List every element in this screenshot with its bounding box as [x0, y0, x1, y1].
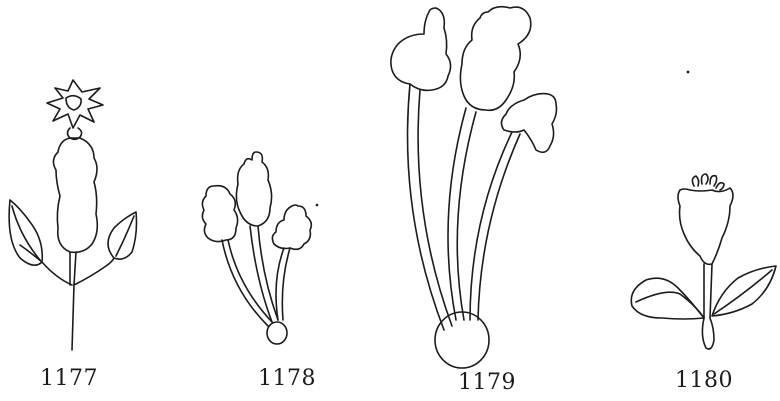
- round-bulb-base: [435, 312, 489, 368]
- figure-number-1180: 1180: [675, 370, 733, 392]
- left-flower-head: [202, 186, 237, 242]
- flower-stamens: [692, 174, 724, 190]
- right-leaf-vein: [116, 216, 134, 256]
- tulip-flower-head: [678, 188, 733, 264]
- figure-number-1177: 1177: [40, 368, 98, 390]
- left-large-flower-head: [391, 8, 451, 90]
- right-curved-stem: [276, 248, 290, 320]
- flower-drawing-1180: [631, 174, 776, 349]
- star-flower-center: [66, 96, 81, 110]
- left-long-stem: [408, 84, 452, 330]
- center-curved-stem: [250, 226, 278, 322]
- right-long-stem: [470, 132, 520, 320]
- right-large-flower-head: [501, 94, 556, 153]
- flower-drawing-1178: [202, 152, 318, 344]
- flower-stem: [704, 264, 712, 318]
- root-bud: [702, 318, 714, 349]
- left-leaf-vein: [636, 292, 704, 318]
- ink-speck: [687, 71, 690, 74]
- center-flower-head: [236, 152, 271, 226]
- ink-speck: [316, 204, 319, 207]
- bulb-base: [267, 322, 287, 344]
- right-branch: [74, 258, 114, 285]
- center-large-flower-head: [460, 7, 530, 111]
- flower-drawing-1179: [391, 7, 690, 368]
- main-stem: [70, 252, 76, 350]
- flower-drawing-1177: [9, 80, 136, 350]
- figure-number-1179: 1179: [458, 372, 516, 394]
- star-flower-head: [47, 80, 103, 128]
- left-curved-stem: [222, 240, 272, 326]
- right-flower-head: [272, 205, 311, 249]
- lobed-flower-body: [53, 138, 97, 252]
- figure-number-1178: 1178: [258, 368, 316, 390]
- left-branch: [20, 245, 72, 285]
